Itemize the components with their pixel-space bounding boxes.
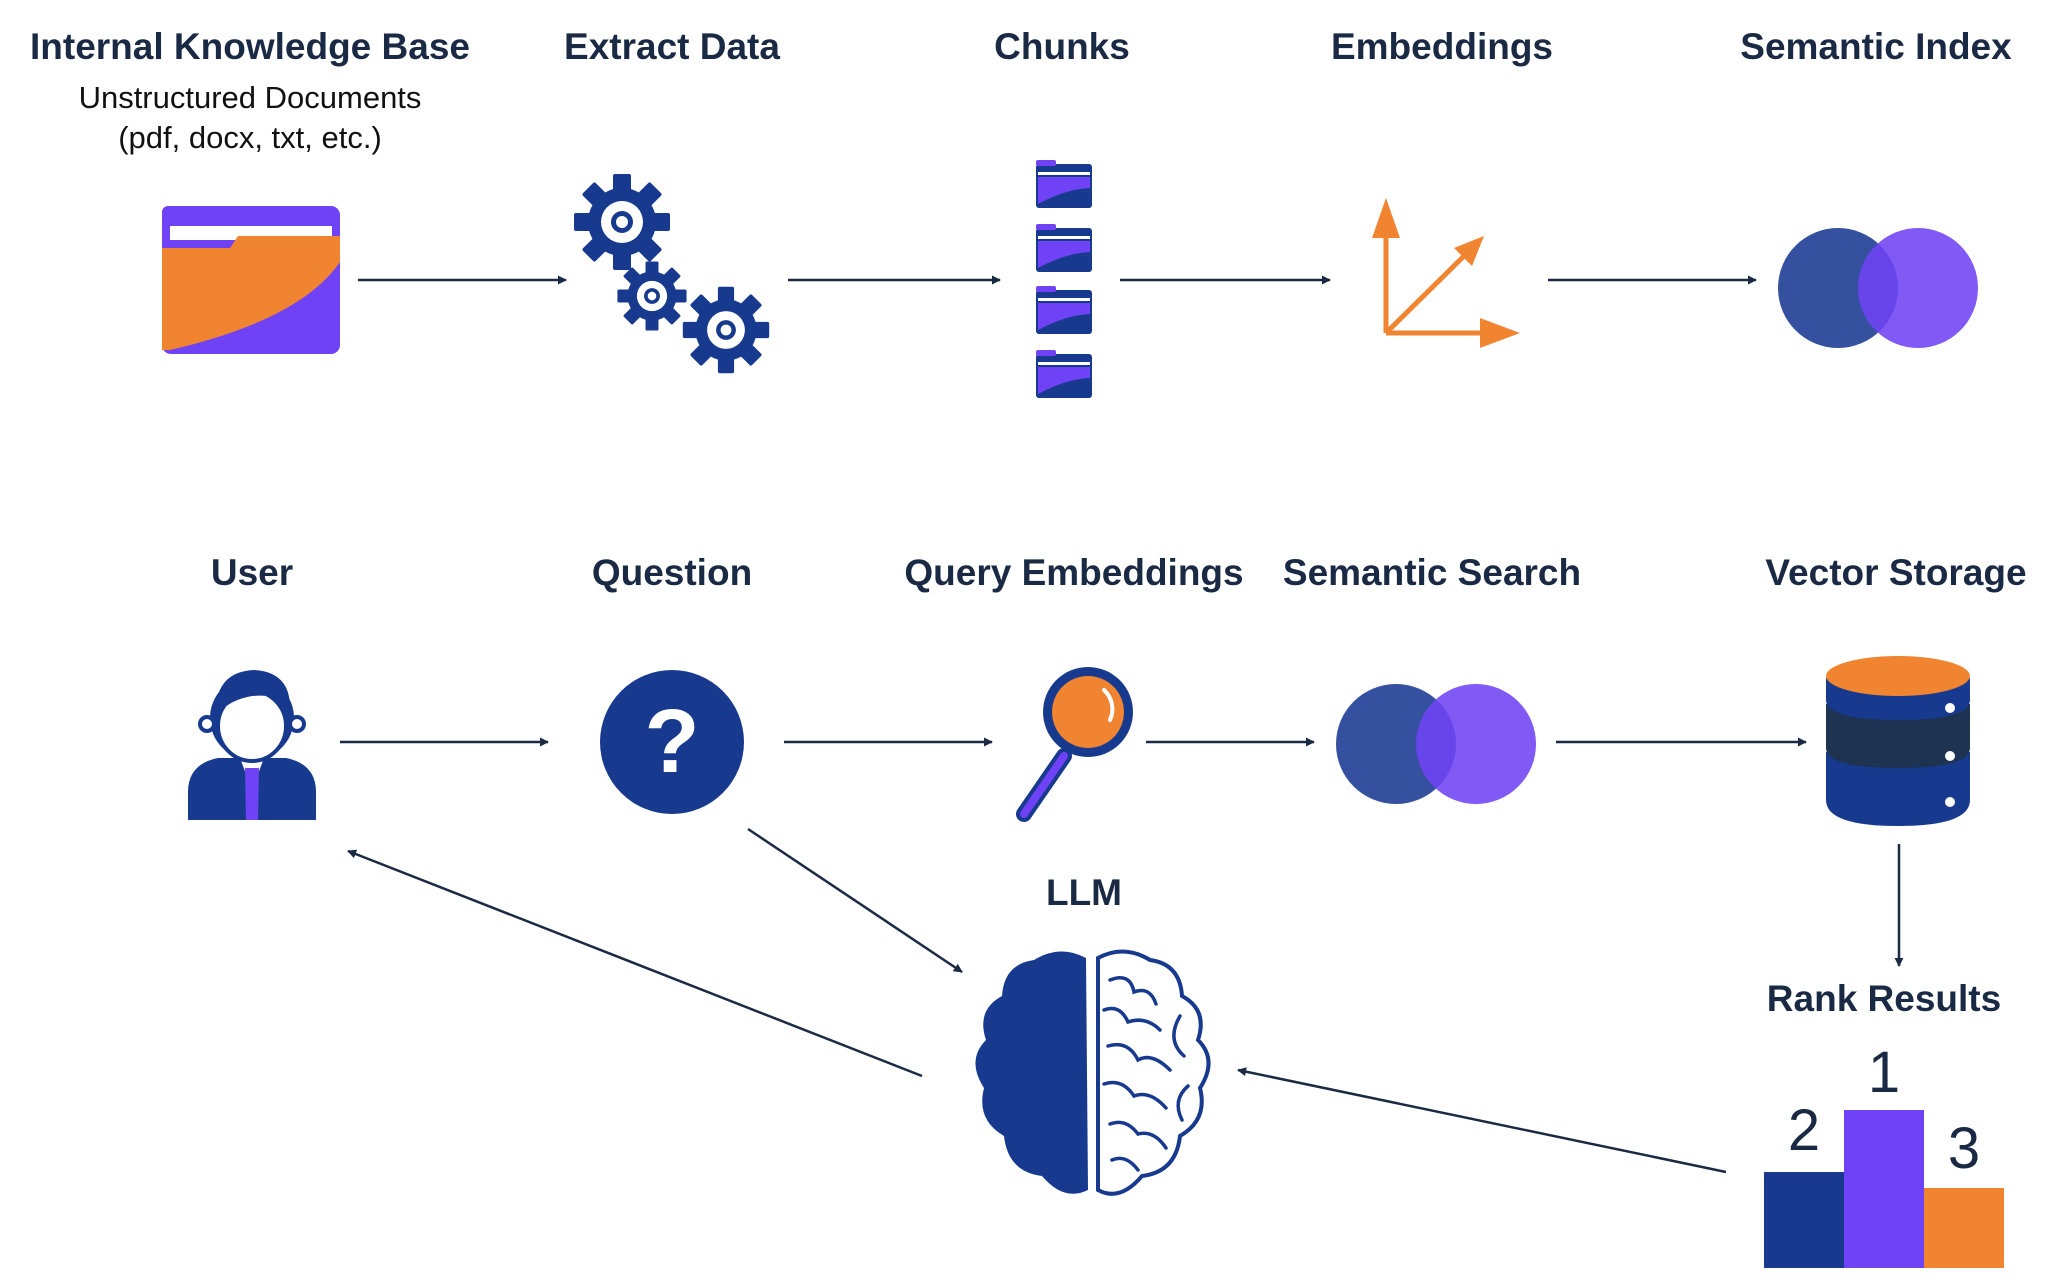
podium-place-third: 3: [1948, 1116, 1980, 1181]
brain-icon: [975, 949, 1211, 1196]
arrow-rank-to-llm: [1237, 1067, 1727, 1174]
database-icon: [1826, 656, 1970, 826]
podium-third-block: [1924, 1188, 2004, 1268]
query-embeddings-title: Query Embeddings: [904, 552, 1244, 593]
podium-icon: 2 1 3: [1764, 1040, 2004, 1268]
knowledge-base-subtitle-line2: (pdf, docx, txt, etc.): [118, 120, 382, 155]
question-mark-icon: ?: [600, 670, 744, 814]
embeddings-title: Embeddings: [1330, 26, 1554, 67]
knowledge-base-subtitle-line1: Unstructured Documents: [78, 80, 422, 115]
venn-circles-icon: [1778, 228, 1978, 348]
svg-text:?: ?: [645, 692, 700, 792]
arrow-llm-to-user: [347, 849, 923, 1078]
chunks-title: Chunks: [994, 26, 1130, 67]
vector-axes-icon: [1372, 198, 1520, 348]
semantic-search-title: Semantic Search: [1282, 552, 1582, 593]
extract-data-title: Extract Data: [564, 26, 780, 67]
semantic-index-title: Semantic Index: [1740, 26, 2012, 67]
question-title: Question: [591, 552, 753, 593]
knowledge-base-title: Internal Knowledge Base: [30, 26, 470, 67]
rank-results-title: Rank Results: [1766, 978, 2002, 1019]
user-title: User: [210, 552, 294, 593]
user-icon: [188, 670, 316, 820]
venn-circles-icon: [1336, 684, 1536, 804]
podium-place-second: 2: [1788, 1098, 1820, 1163]
flow-arrows: [340, 275, 1904, 1174]
podium-place-first: 1: [1868, 1040, 1900, 1105]
gears-icon: [574, 174, 770, 374]
magnifier-icon: [1016, 667, 1133, 822]
vector-storage-title: Vector Storage: [1765, 552, 2027, 593]
stacked-folders-icon: [1036, 160, 1092, 398]
podium-first-block: [1844, 1110, 1924, 1268]
podium-second-block: [1764, 1172, 1844, 1268]
llm-title: LLM: [1045, 872, 1123, 913]
arrow-question-to-llm: [747, 827, 963, 974]
folder-icon: [162, 206, 340, 354]
